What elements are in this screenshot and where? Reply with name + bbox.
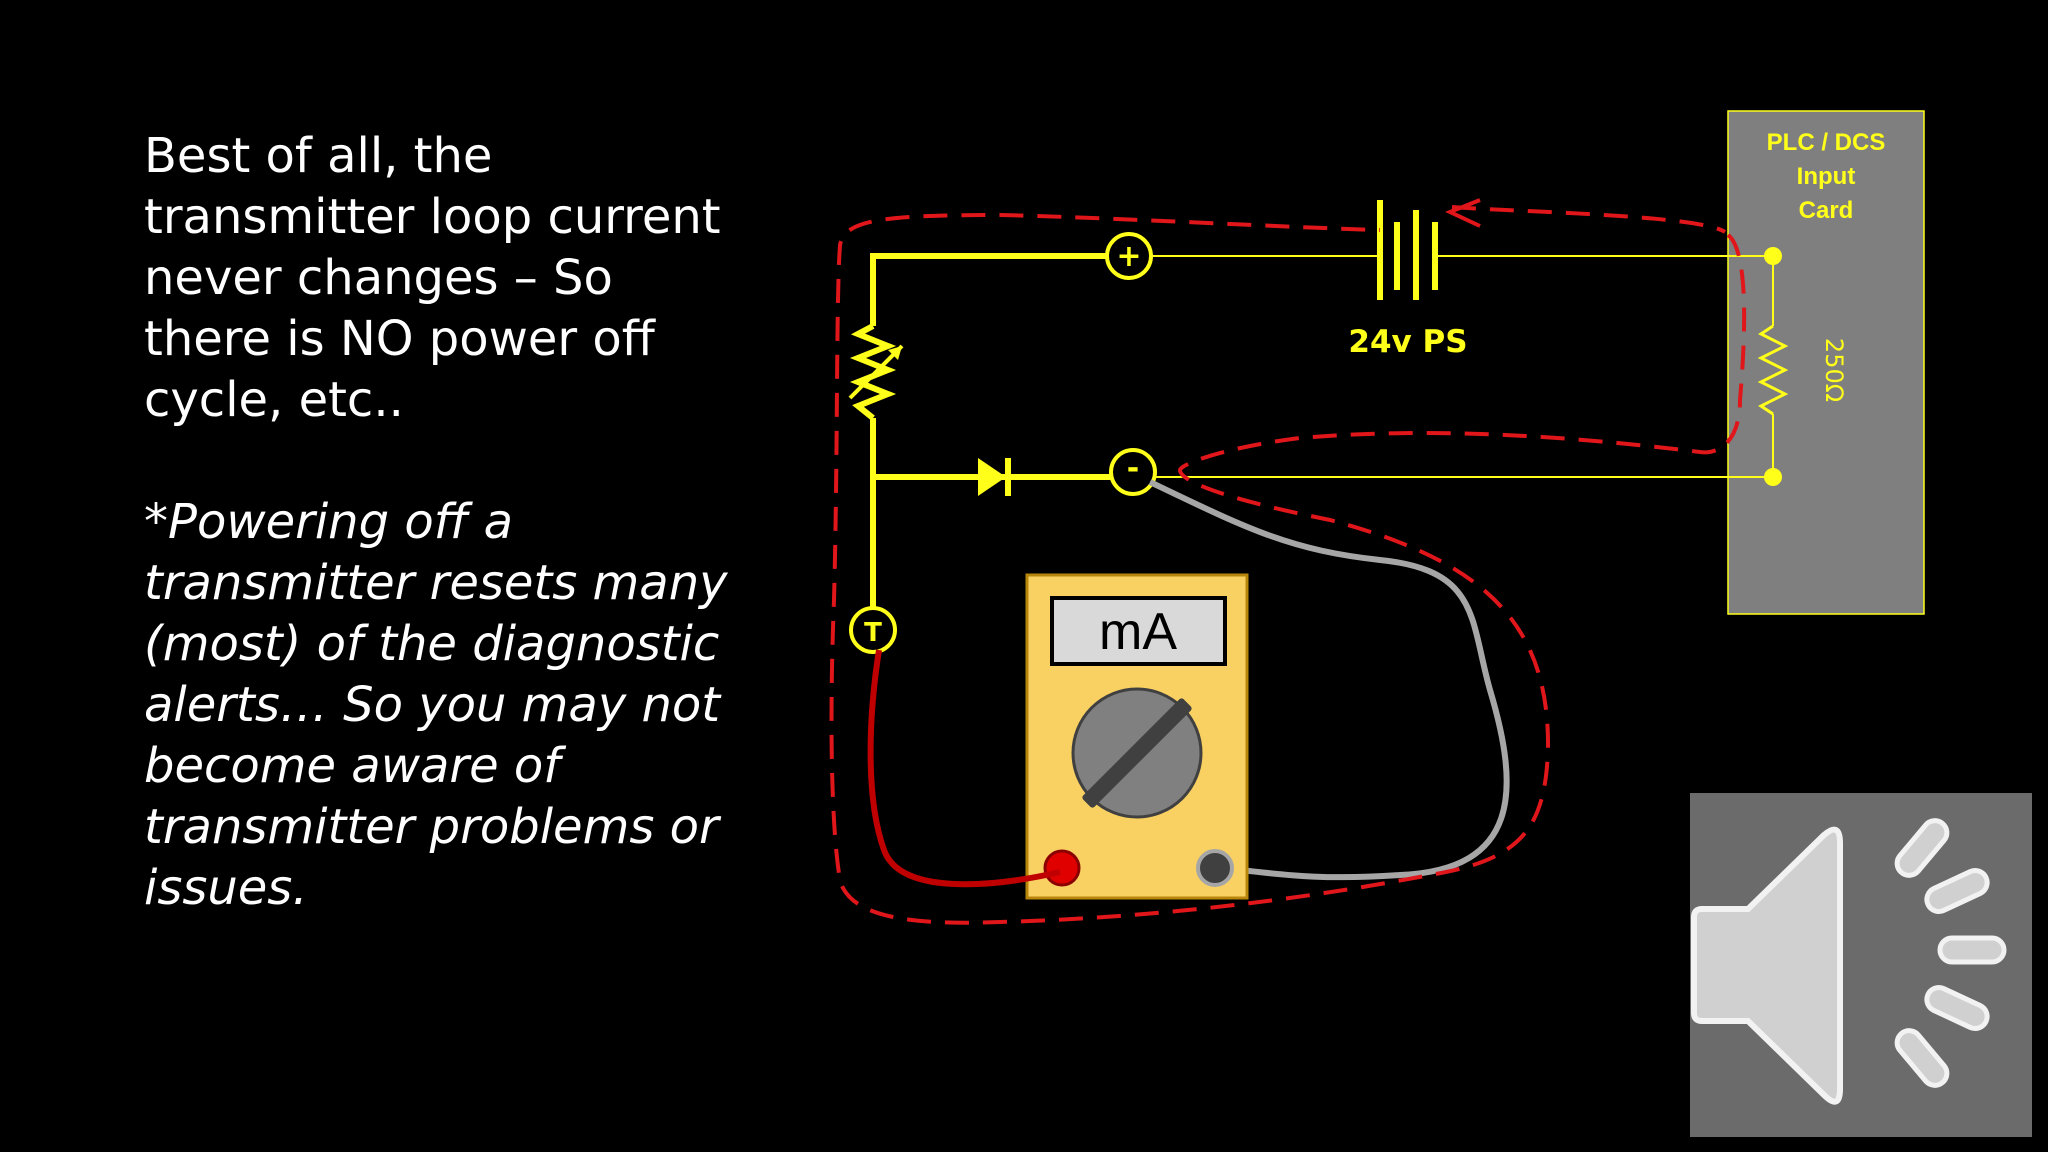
power-supply-label: 24v PS (1348, 324, 1467, 360)
plc-terminal-dot (1764, 468, 1782, 486)
multimeter-dial-pointer (1082, 698, 1192, 808)
terminal-test (849, 606, 897, 654)
plc-card-label: Input (1797, 163, 1856, 190)
main-text-line: there is NO power off (144, 311, 655, 367)
note-text-line: become aware of (144, 738, 561, 794)
main-text-line: transmitter loop current (144, 189, 721, 245)
current-arrow-icon (1444, 198, 1481, 228)
note-text-line: alerts… So you may not (144, 677, 721, 733)
note-text-line: issues. (144, 860, 308, 916)
main-text-line: never changes – So (144, 250, 613, 306)
input-resistor-label: 250Ω (1820, 338, 1848, 402)
sound-wave-icon (1924, 868, 1990, 914)
current-path (1451, 205, 1727, 234)
terminal-minus-label: - (1127, 451, 1139, 486)
multimeter-display (1050, 596, 1227, 666)
plc-input-card (1727, 110, 1925, 615)
note-text-line: transmitter resets many (144, 555, 728, 611)
note-text-line: (most) of the diagnostic (144, 616, 720, 672)
transmitter-resistor (849, 323, 897, 421)
diode (978, 458, 1006, 496)
transmitter-resistor-arrowhead (888, 346, 902, 360)
test-lead-red (867, 649, 1061, 888)
terminal-test-label: T (864, 618, 882, 648)
meter-jack-red (1043, 849, 1081, 887)
main-text-line: Best of all, the (144, 128, 493, 184)
speaker-body (1691, 826, 1843, 1105)
slide-text: Best of all, the transmitter loop curren… (144, 126, 784, 919)
note-paragraph: *Powering off a transmitter resets many … (144, 492, 784, 919)
input-resistor (1757, 324, 1789, 416)
plc-card-label: Card (1799, 197, 1854, 224)
sound-wave-icon (1924, 985, 1990, 1031)
meter-jack-black (1196, 849, 1234, 887)
speaker-button[interactable] (1690, 793, 2032, 1137)
speaker-icon (1691, 818, 2007, 1105)
main-text-line: cycle, etc.. (144, 372, 404, 428)
sound-wave-icon (1894, 1028, 1950, 1088)
sound-wave-icon (1894, 818, 1950, 878)
sound-wave-icon (1937, 935, 2007, 965)
main-paragraph: Best of all, the transmitter loop curren… (144, 126, 784, 431)
terminal-minus (1109, 448, 1157, 496)
multimeter-display-text: mA (1099, 603, 1177, 661)
terminal-plus (1105, 232, 1153, 280)
note-text-line: transmitter problems or (144, 799, 719, 855)
test-lead-gray (1148, 479, 1510, 881)
plc-card-label: PLC / DCS (1767, 129, 1886, 156)
note-text-line: *Powering off a (144, 494, 513, 550)
current-path (829, 212, 1747, 925)
plc-terminal-dot (1764, 247, 1782, 265)
terminal-plus-label: + (1116, 239, 1141, 274)
